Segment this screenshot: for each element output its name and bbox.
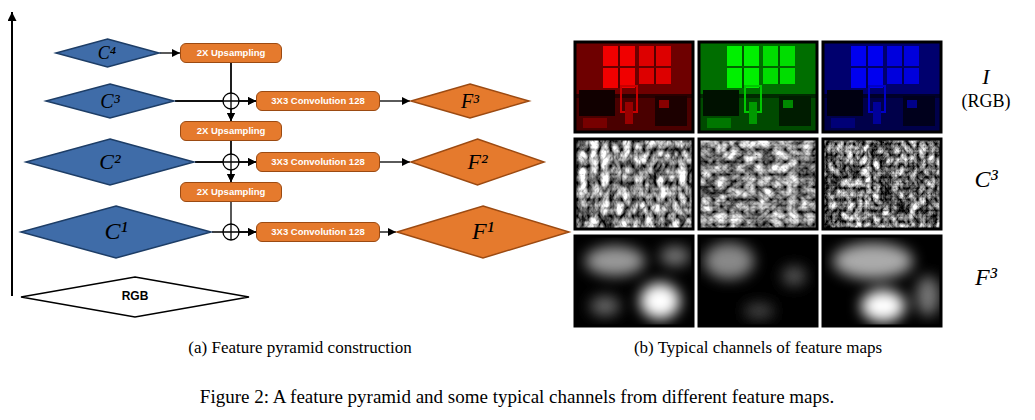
node-label: 3X3 Convolution 128 [271, 157, 364, 168]
pyramid-feature-diamond: F² [410, 138, 545, 186]
backbone-feature-diamond: C⁴ [55, 38, 160, 68]
backbone-feature-diamond: C³ [45, 83, 175, 119]
flow-arrow [380, 161, 410, 162]
green-channel-image [699, 42, 817, 132]
row-label: C³ [974, 166, 997, 194]
diamond-shape [411, 139, 544, 185]
node-label: 2X Upsampling [197, 48, 266, 59]
flow-arrow [175, 101, 231, 121]
pyramid-feature-diamond: F³ [410, 83, 530, 119]
elementwise-sum [223, 93, 239, 240]
subfigure-caption: (b) Typical channels of feature maps [634, 338, 882, 358]
flow-arrow [380, 231, 396, 232]
node-label: 3X3 Convolution 128 [271, 96, 364, 107]
figure-caption: Figure 2: A feature pyramid and some typ… [200, 386, 834, 408]
row-label: I [982, 64, 989, 89]
node-label: F³ [461, 90, 479, 113]
c3-channel-image [575, 139, 693, 229]
backbone-feature-diamond: C¹ [20, 205, 212, 259]
flow-arrow [380, 100, 410, 101]
node-label: 2X Upsampling [197, 187, 266, 198]
blue-channel-image [823, 42, 941, 132]
row-label: F³ [975, 264, 997, 292]
node-label: C¹ [104, 218, 127, 246]
diamond-shape [46, 84, 174, 118]
f3-channel-image [699, 236, 817, 326]
node-label: C⁴ [98, 43, 116, 64]
red-channel-image [575, 42, 693, 132]
c3-channel-image [823, 139, 941, 229]
input-image-diamond: RGB [20, 276, 250, 318]
convolution-box: 3X3 Convolution 128 [256, 152, 380, 172]
f3-channel-image [823, 236, 941, 326]
diamond-shape [56, 39, 159, 67]
pyramid-axis-arrow [11, 12, 13, 296]
node-label: RGB [122, 290, 149, 304]
diamond-shape [411, 84, 529, 118]
convolution-box: 3X3 Convolution 128 [256, 222, 380, 242]
flow-arrow [160, 52, 181, 53]
f3-channel-image [575, 236, 693, 326]
diamond-shape [397, 206, 569, 258]
upsampling-box: 2X Upsampling [180, 121, 282, 141]
c3-channel-image [699, 139, 817, 229]
diamond-shape [21, 277, 249, 317]
node-label: F¹ [472, 218, 494, 246]
row-label: (RGB) [962, 91, 1011, 112]
node-label: C² [99, 149, 120, 174]
diamond-shape [26, 139, 194, 185]
subfigure-caption: (a) Feature pyramid construction [188, 338, 411, 358]
pyramid-feature-diamond: F¹ [396, 205, 570, 259]
diamond-shape [21, 206, 211, 258]
upsampling-box: 2X Upsampling [180, 43, 282, 63]
node-label: F² [467, 149, 487, 174]
convolution-box: 3X3 Convolution 128 [256, 91, 380, 111]
node-label: 2X Upsampling [197, 126, 266, 137]
node-label: C³ [100, 90, 119, 113]
node-label: 3X3 Convolution 128 [271, 227, 364, 238]
backbone-feature-diamond: C² [25, 138, 195, 186]
upsampling-box: 2X Upsampling [180, 182, 282, 202]
panel-border [575, 42, 941, 326]
